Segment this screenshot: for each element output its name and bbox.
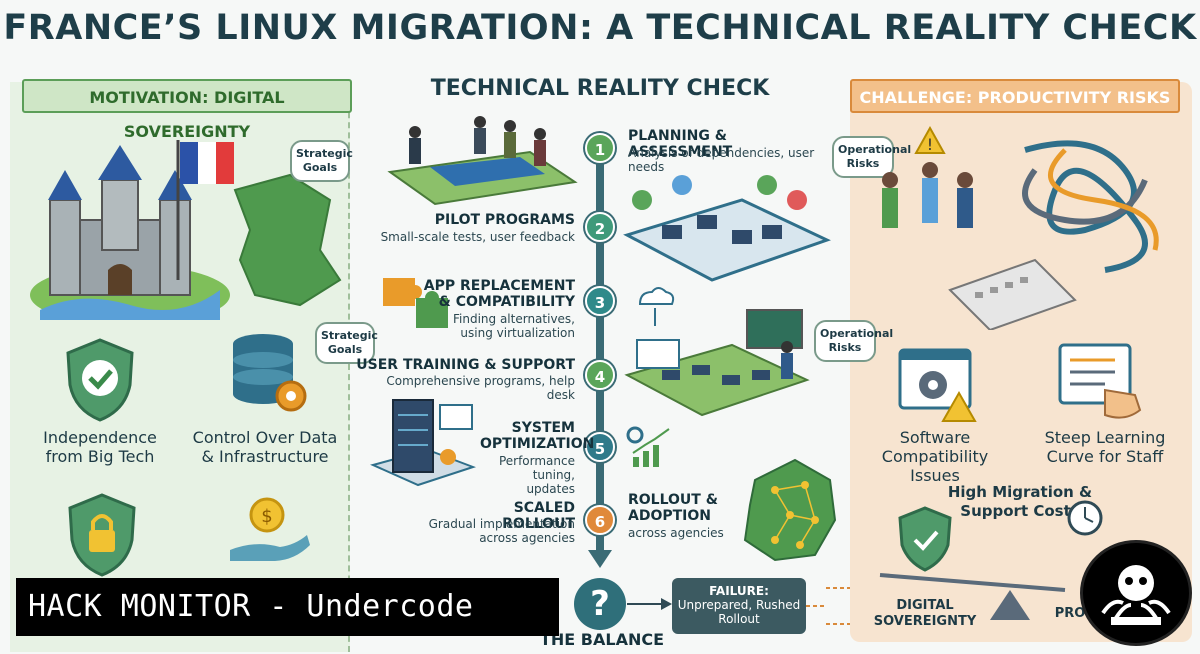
failure-sub: Unprepared, Rushed Rollout: [677, 598, 801, 626]
step-5-sub: Performance tuning, updates: [498, 454, 575, 496]
control-data-label: Control Over Data & Infrastructure: [192, 428, 338, 466]
training-room-illustration: [624, 309, 810, 417]
timeline-arrow-icon: [588, 550, 612, 568]
hand-coin-icon: $: [230, 497, 310, 561]
france-network-map: [743, 458, 837, 562]
motivation-banner: MOTIVATION: DIGITAL SOVEREIGNTY: [22, 79, 352, 141]
dashed-connector: [806, 587, 854, 625]
software-gear-warning-icon: [898, 348, 977, 422]
clock-icon: [1067, 500, 1103, 536]
database-gear-icon: [233, 334, 307, 412]
step-node-6: 6: [585, 505, 615, 535]
step-2-sub: Small-scale tests, user feedback: [380, 230, 575, 244]
arrow-to-failure-icon: [627, 598, 672, 610]
learning-curve-label: Steep Learning Curve for Staff: [1044, 428, 1166, 466]
planning-illustration: [387, 116, 578, 206]
step-5-title: SYSTEM OPTIMIZATION: [480, 420, 595, 452]
castle-flag-illustration: [30, 140, 342, 320]
growth-chart-icon: [626, 426, 670, 467]
failure-title: FAILURE:: [709, 584, 769, 598]
software-compat-label: Software Compatibility Issues: [881, 428, 989, 485]
step-node-5: 5: [585, 432, 615, 462]
scale-right-label: PRO: [1054, 606, 1086, 621]
svg-text:$: $: [261, 506, 272, 527]
failure-box: FAILURE: Unprepared, Rushed Rollout: [672, 578, 806, 634]
step-node-3: 3: [585, 286, 615, 316]
step-4-title: USER TRAINING & SUPPORT: [356, 357, 575, 373]
step-6-title: SCALED ROLLOUT: [502, 500, 575, 532]
learning-curve-hand-icon: [1058, 343, 1142, 419]
svg-text:!: !: [927, 135, 933, 154]
balance-scale-illustration: [879, 506, 1066, 620]
stressed-workers-illustration: !: [882, 125, 973, 228]
timeline-line: [596, 140, 604, 560]
octopus-logo-icon: [1101, 565, 1171, 625]
step-6-sub: Gradual implementation across agencies: [428, 517, 575, 545]
step-node-4: 4: [585, 360, 615, 390]
step-node-1: 1: [585, 133, 615, 163]
hack-monitor-watermark: HACK MONITOR - Undercode: [16, 578, 559, 636]
step-node-2: 2: [585, 212, 615, 242]
server-rack-icon: [370, 399, 477, 487]
operational-risks-bubble-2: Operational Risks: [814, 320, 893, 362]
strategic-goals-bubble-2: Strategic Goals: [315, 322, 378, 364]
step-3-sub: Finding alternatives, using virtualizati…: [452, 312, 575, 340]
rollout-sub: across agencies: [628, 526, 724, 540]
independence-label: Independence from Big Tech: [43, 428, 157, 466]
operational-risks-bubble-1: Operational Risks: [832, 136, 911, 178]
step-2-title: PILOT PROGRAMS: [434, 212, 575, 228]
strategic-goals-bubble-1: Strategic Goals: [290, 140, 353, 182]
pilot-office-illustration: [623, 175, 831, 282]
center-title: TECHNICAL REALITY CHECK: [430, 76, 770, 101]
question-mark-badge: ?: [574, 578, 626, 630]
step-1-title: PLANNING & ASSESSMENT: [628, 128, 733, 160]
rollout-title: ROLLOUT & ADOPTION: [628, 492, 718, 524]
challenge-banner: CHALLENGE: PRODUCTIVITY RISKS: [850, 79, 1180, 113]
page-title: FRANCE’S LINUX MIGRATION: A TECHNICAL RE…: [3, 8, 1197, 48]
scale-left-label: DIGITAL SOVEREIGNTY: [873, 598, 977, 629]
step-3-title: APP REPLACEMENT & COMPATIBILITY: [423, 278, 575, 310]
cloud-sync-icon: [638, 287, 675, 326]
migration-costs-label: High Migration & Support Costs: [947, 483, 1093, 520]
balance-label: THE BALANCE: [540, 630, 665, 649]
step-4-sub: Comprehensive programs, help desk: [386, 374, 575, 402]
tangled-cables-keyboard-illustration: [948, 140, 1159, 330]
step-1-sub: Analysis of dependencies, user needs: [628, 146, 815, 174]
shield-check-icon: [66, 338, 134, 422]
puzzle-icon: [383, 278, 448, 328]
undercode-logo: [1080, 540, 1192, 646]
lock-shield-icon: [68, 493, 136, 577]
